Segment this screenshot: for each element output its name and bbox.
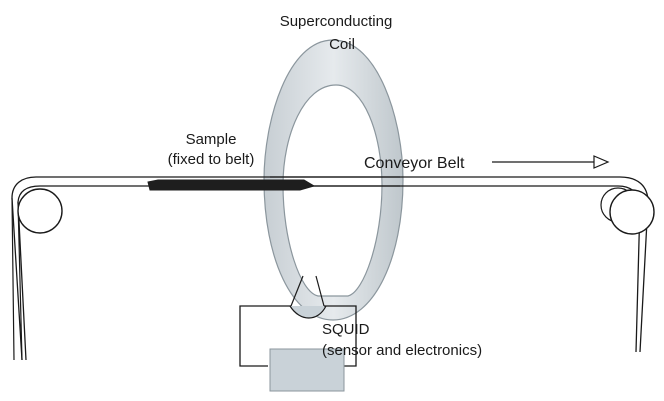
squid-label-line1: SQUID: [322, 321, 370, 338]
coil-lead-right: [315, 275, 325, 307]
right-roller: [609, 189, 655, 235]
belt-left-leg: [11, 197, 23, 361]
coil-label-line1: Superconducting: [280, 13, 393, 30]
squid-wire-left: [239, 305, 291, 367]
squid-label-line2: (sensor and electronics): [322, 342, 482, 359]
superconducting-coil: [263, 39, 404, 321]
sample-label-line2: (fixed to belt): [168, 151, 255, 168]
left-roller: [17, 188, 63, 234]
sample: [147, 179, 316, 191]
coil-label-line2: Coil: [329, 36, 355, 53]
sample-label-line1: Sample: [186, 131, 237, 148]
squid-electronics-box: [269, 348, 345, 392]
coil-lead-left: [290, 275, 304, 307]
conveyor-belt-label: Conveyor Belt: [364, 155, 465, 172]
coil-neck: [289, 305, 327, 319]
squid-wire-right: [324, 305, 357, 367]
direction-arrow-head: [593, 155, 610, 169]
